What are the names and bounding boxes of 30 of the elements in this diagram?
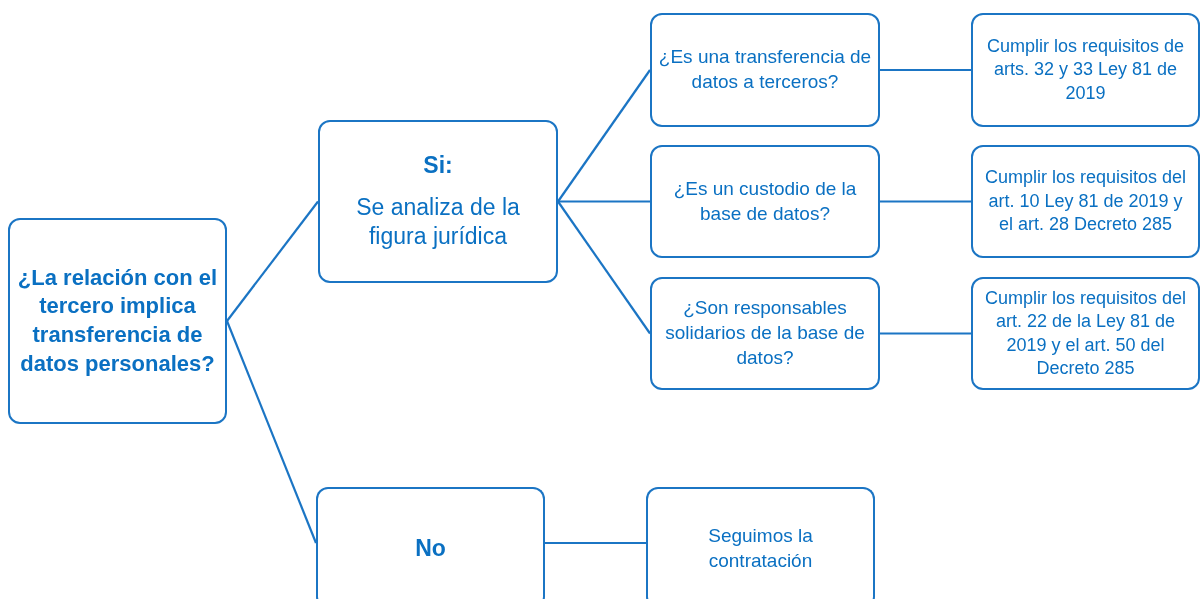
node-text: Cumplir los requisitos de arts. 32 y 33 Ley 81 de 2019 [985, 34, 1186, 105]
node-text: ¿Es un custodio de la base de datos? [672, 176, 858, 226]
result-box [971, 13, 1200, 127]
node-text: Seguimos la contratación [707, 524, 814, 573]
connector-line [880, 332, 971, 335]
connector-line [225, 320, 318, 544]
answer-box [316, 487, 545, 599]
connector-line [880, 200, 971, 203]
connector-line [226, 200, 319, 322]
question-box [650, 13, 880, 127]
node-text: ¿La relación con el tercero implica transferencia de datos personales? [16, 263, 219, 378]
node-text: Cumplir los requisitos del art. 10 Ley 81 de 2019 y el art. 28 Decreto 285 [983, 166, 1188, 237]
node-text: Se analiza de la figura jurídica [355, 192, 521, 252]
question-box [650, 277, 880, 390]
node-text: ¿Son responsables solidarios de la base de datos? [664, 296, 866, 370]
result-box [971, 277, 1200, 390]
question-box [650, 145, 880, 258]
node-text: No [415, 534, 446, 564]
connector-line [558, 200, 650, 203]
connector-line [557, 69, 651, 203]
node-heading: Si: [423, 150, 453, 180]
process-box [318, 120, 558, 283]
connector-line [545, 541, 646, 545]
node-text: Cumplir los requisitos del art. 22 de la Ley 81 de 2019 y el art. 50 del Decreto 285 [983, 286, 1188, 380]
result-box [971, 145, 1200, 258]
question-box [8, 218, 227, 424]
connector-line [880, 68, 971, 72]
node-text: ¿Es una transferencia de datos a terceros? [658, 45, 872, 94]
connector-line [557, 200, 651, 335]
result-box [646, 487, 875, 599]
